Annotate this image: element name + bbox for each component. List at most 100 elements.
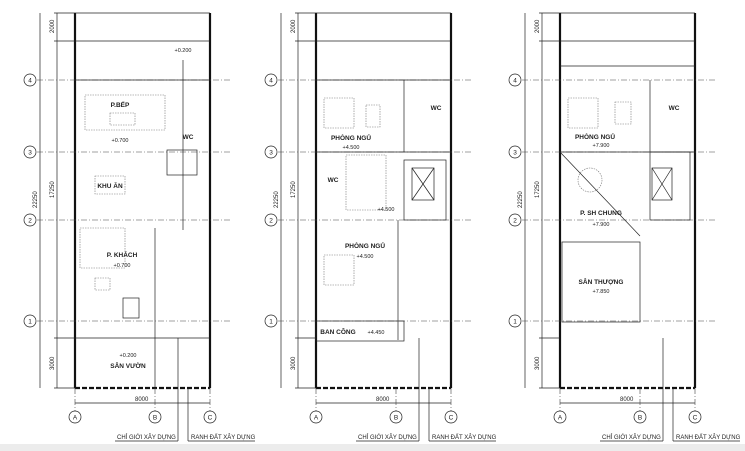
dimension-middle: 17250 <box>50 181 56 198</box>
footer-strip <box>0 444 745 451</box>
grid-bubble-A <box>309 410 323 424</box>
grid-bubble-3 <box>264 145 278 159</box>
room-label-roof-terrace: SÂN THƯỢNG <box>579 277 624 286</box>
grid-label-1: 1 <box>28 318 32 325</box>
grid-bubble-B <box>389 410 403 424</box>
stair <box>649 151 691 221</box>
level-tag: +0.200 <box>175 48 192 54</box>
grid-bubble-3 <box>23 145 37 159</box>
level-tag: +4.500 <box>343 145 360 151</box>
dimension-bottom: 3000 <box>535 356 541 370</box>
room-label-living: P. KHÁCH <box>107 250 138 259</box>
dimension-width: 8000 <box>135 397 149 403</box>
level-tag: +4.450 <box>368 330 385 336</box>
room-label-common-room: P. SH CHUNG <box>580 210 622 217</box>
grid-bubble-2 <box>508 213 522 227</box>
level-tag: +7.900 <box>593 222 610 228</box>
dimension-bottom: 3000 <box>291 356 297 370</box>
setback-line-label: CHỈ GIỚI XÂY DỰNG <box>358 434 417 441</box>
level-tag: +0.700 <box>114 263 131 269</box>
grid-label-4: 4 <box>269 77 273 84</box>
grid-label-C: C <box>449 414 454 421</box>
dimension-total: 22250 <box>274 191 280 208</box>
dimension-bottom: 3000 <box>50 356 56 370</box>
room-label-bedroom: PHÒNG NGỦ <box>345 241 385 250</box>
elevator <box>651 167 673 201</box>
grid-label-3: 3 <box>269 149 273 156</box>
level-tag: +0.200 <box>120 353 137 359</box>
boundary-line-label: RANH ĐẤT XÂY DỰNG <box>676 434 741 441</box>
room-label-wc: WC <box>328 177 339 184</box>
sofa <box>79 227 126 269</box>
grid-bubble-B <box>148 410 162 424</box>
room-label-garden: SÂN VƯỜN <box>110 361 146 370</box>
grid-label-4: 4 <box>28 77 32 84</box>
grid-bubble-A <box>553 410 567 424</box>
entry-stair <box>122 297 140 319</box>
grid-bubble-C <box>203 410 217 424</box>
level-tag: +7.850 <box>593 289 610 295</box>
room-label-kitchen: P.BẾP <box>111 99 130 109</box>
grid-bubble-4 <box>23 73 37 87</box>
setback-line-label: CHỈ GIỚI XÂY DỰNG <box>602 434 661 441</box>
dimension-total: 22250 <box>518 191 524 208</box>
dining-table <box>94 175 126 195</box>
dimension-width: 8000 <box>376 397 390 403</box>
svg-text:+0.200: +0.200 <box>175 48 192 54</box>
dimension-middle: 17250 <box>291 181 297 198</box>
dimension-middle: 17250 <box>535 181 541 198</box>
grid-label-3: 3 <box>513 149 517 156</box>
bed <box>567 97 599 129</box>
room-label-wc: WC <box>669 105 680 112</box>
setback-line-label: CHỈ GIỚI XÂY DỰNG <box>117 434 176 441</box>
stair <box>166 149 198 176</box>
grid-bubble-1 <box>23 314 37 328</box>
grid-label-2: 2 <box>28 217 32 224</box>
grid-label-C: C <box>208 414 213 421</box>
grid-bubble-C <box>688 410 702 424</box>
grid-label-B: B <box>394 414 398 421</box>
level-tag: +7.900 <box>593 143 610 149</box>
room-label-bedroom: PHÒNG NGỦ <box>575 132 615 141</box>
grid-bubble-1 <box>508 314 522 328</box>
kitchen-island <box>109 112 136 126</box>
stair <box>403 159 447 221</box>
bed <box>323 97 355 129</box>
dimension-total: 22250 <box>33 191 39 208</box>
boundary-line-label: RANH ĐẤT XÂY DỰNG <box>432 434 497 441</box>
grid-bubble-2 <box>264 213 278 227</box>
dimension-top: 2000 <box>50 19 56 33</box>
room-label-balcony: BAN CÔNG <box>320 327 355 336</box>
grid-label-C: C <box>693 414 698 421</box>
grid-bubble-4 <box>508 73 522 87</box>
balcony <box>315 320 405 342</box>
grid-label-2: 2 <box>269 217 273 224</box>
grid-bubble-A <box>68 410 82 424</box>
dimension-top: 2000 <box>291 19 297 33</box>
level-tag: +4.500 <box>357 254 374 260</box>
grid-label-3: 3 <box>28 149 32 156</box>
grid-label-1: 1 <box>513 318 517 325</box>
grid-bubble-2 <box>23 213 37 227</box>
terrace <box>561 241 641 323</box>
level-tag: +0.700 <box>112 138 129 144</box>
level-tag: +4.500 <box>378 207 395 213</box>
boundary-line-label: RANH ĐẤT XÂY DỰNG <box>191 434 256 441</box>
grid-label-1: 1 <box>269 318 273 325</box>
room-label-bedroom: PHÒNG NGỦ <box>331 133 371 142</box>
room-label-wc: WC <box>431 105 442 112</box>
grid-label-A: A <box>558 414 563 421</box>
grid-label-4: 4 <box>513 77 517 84</box>
dimension-width: 8000 <box>620 397 634 403</box>
grid-bubble-3 <box>508 145 522 159</box>
grid-bubble-1 <box>264 314 278 328</box>
grid-bubble-C <box>444 410 458 424</box>
room-label-wc: WC <box>183 134 194 141</box>
